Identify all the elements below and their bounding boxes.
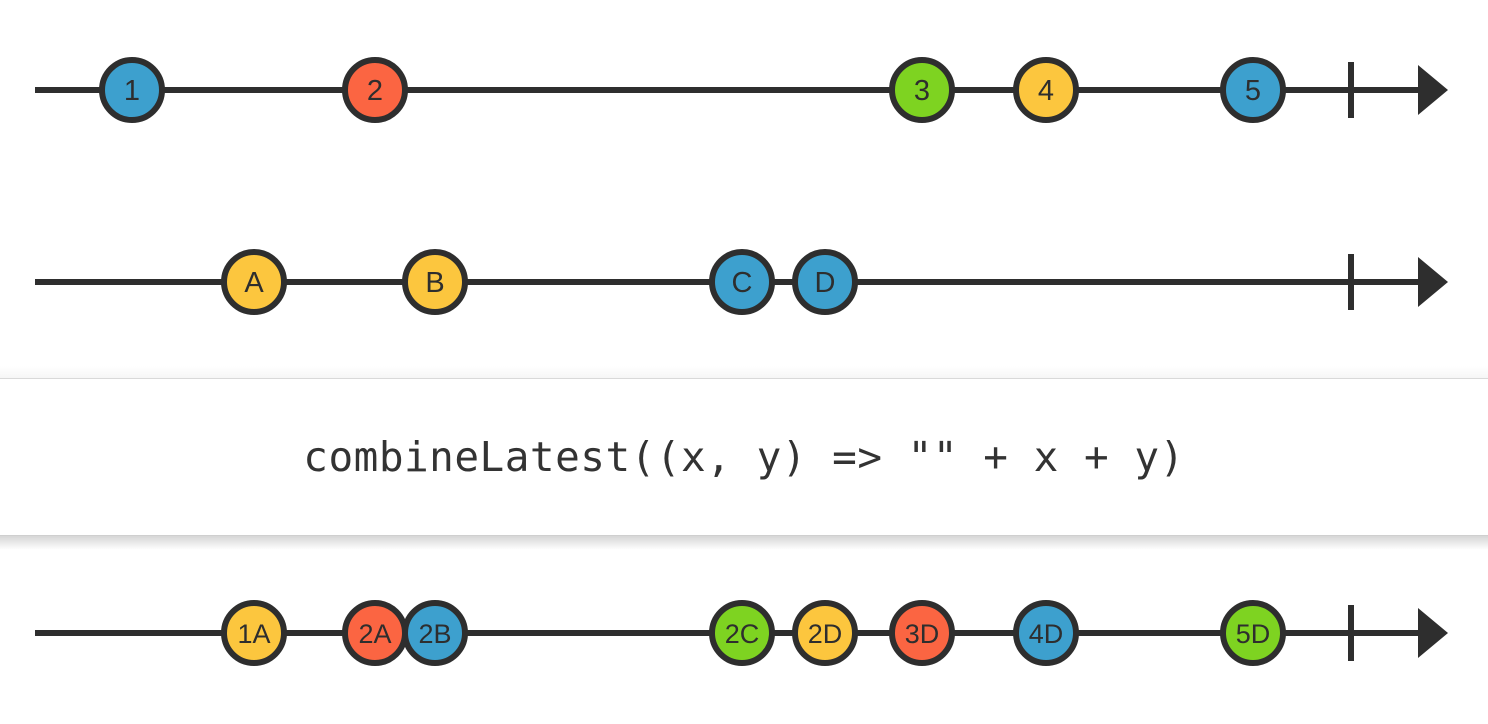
marble-circle[interactable] — [792, 600, 858, 666]
marble-label: A — [244, 267, 264, 299]
marble-circle[interactable] — [1013, 600, 1079, 666]
timeline-source-numbers: 1 2 3 4 5 — [0, 30, 1488, 150]
marble-circle[interactable] — [889, 57, 955, 123]
marble[interactable]: 5D — [1220, 600, 1286, 666]
operator-band-bottom-divider — [0, 535, 1488, 536]
timeline-source-numbers-svg: 1 2 3 4 5 — [35, 57, 1448, 123]
marble-label: 5D — [1236, 619, 1271, 649]
marble-circle[interactable] — [1220, 600, 1286, 666]
marble-label: 2A — [358, 619, 391, 649]
marble[interactable]: D — [792, 249, 858, 315]
marble-circle[interactable] — [709, 249, 775, 315]
marble-circle[interactable] — [342, 57, 408, 123]
marble-circle[interactable] — [1013, 57, 1079, 123]
marble-label: 1 — [124, 75, 140, 107]
marble[interactable]: 4 — [1013, 57, 1079, 123]
marble-label: B — [425, 267, 444, 299]
operator-band-bottom-shadow — [0, 536, 1488, 550]
marble-label: 4 — [1038, 75, 1054, 107]
timeline-result: 1A 2A 2B 2C 2D 3D 4D 5D — [0, 573, 1488, 693]
marble[interactable]: 1A — [221, 600, 287, 666]
timeline-arrow-icon — [1418, 257, 1448, 307]
marble[interactable]: 2B — [402, 600, 468, 666]
marble-label: 4D — [1029, 619, 1064, 649]
marble[interactable]: 2D — [792, 600, 858, 666]
marble[interactable]: 2A — [342, 600, 408, 666]
marble-label: 2 — [367, 75, 383, 107]
marble-circle[interactable] — [99, 57, 165, 123]
marble-circle[interactable] — [402, 600, 468, 666]
operator-band-top-shadow — [0, 366, 1488, 378]
operator-label: combineLatest((x, y) => "" + x + y) — [303, 433, 1185, 481]
marble[interactable]: 3 — [889, 57, 955, 123]
marble[interactable]: 3D — [889, 600, 955, 666]
marble[interactable]: 4D — [1013, 600, 1079, 666]
marble-circle[interactable] — [889, 600, 955, 666]
marble-label: 3D — [905, 619, 940, 649]
marble-circle[interactable] — [221, 249, 287, 315]
marble-circle[interactable] — [1220, 57, 1286, 123]
marble-label: D — [815, 267, 836, 299]
marble-label: C — [732, 267, 753, 299]
marble-label: 5 — [1245, 75, 1261, 107]
marble-circle[interactable] — [792, 249, 858, 315]
marble-circle[interactable] — [402, 249, 468, 315]
marble-label: 2D — [808, 619, 843, 649]
marble-label: 3 — [914, 75, 930, 107]
marble[interactable]: B — [402, 249, 468, 315]
marble[interactable]: 5 — [1220, 57, 1286, 123]
marble[interactable]: C — [709, 249, 775, 315]
timeline-result-svg: 1A 2A 2B 2C 2D 3D 4D 5D — [35, 600, 1448, 666]
timeline-source-letters-svg: A B C D — [35, 249, 1448, 315]
timeline-arrow-icon — [1418, 65, 1448, 115]
marble-label: 2C — [725, 619, 760, 649]
marble[interactable]: 2C — [709, 600, 775, 666]
marble[interactable]: 2 — [342, 57, 408, 123]
timeline-arrow-icon — [1418, 608, 1448, 658]
marble[interactable]: A — [221, 249, 287, 315]
marble[interactable]: 1 — [99, 57, 165, 123]
marble-label: 1A — [237, 619, 270, 649]
operator-band-top-divider — [0, 378, 1488, 379]
marble-label: 2B — [418, 619, 451, 649]
marble-circle[interactable] — [709, 600, 775, 666]
marble-circle[interactable] — [221, 600, 287, 666]
timeline-source-letters: A B C D — [0, 222, 1488, 342]
